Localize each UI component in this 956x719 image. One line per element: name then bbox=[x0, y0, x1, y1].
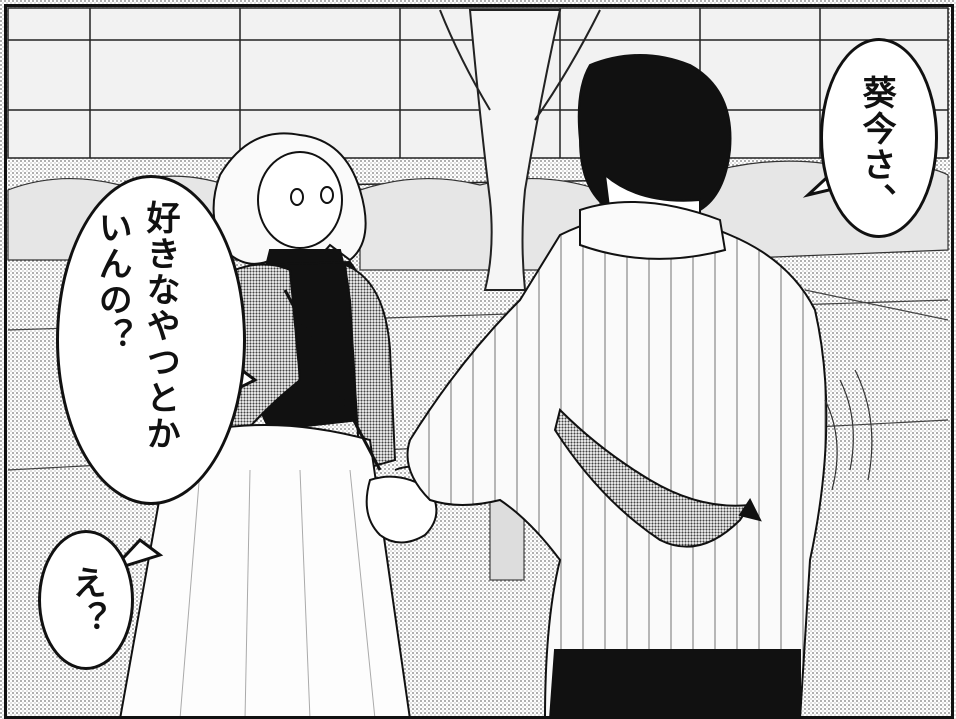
speech-bubble-bottom-left bbox=[38, 530, 134, 670]
bubble-text-bottom-left: え？ bbox=[66, 565, 107, 637]
bubble-text-top-right: 葵今さ、 bbox=[856, 75, 897, 219]
motion-lines bbox=[824, 369, 873, 491]
bag-strap bbox=[283, 289, 382, 471]
speech-bubble-top-right bbox=[820, 38, 938, 238]
girl-figure bbox=[118, 132, 412, 719]
boy-hair bbox=[577, 54, 732, 211]
bubble-text-left-line2: いんの？ bbox=[92, 210, 133, 354]
bubble-text-left-line1: 好きなやつとか bbox=[140, 200, 181, 452]
speech-bubble-left bbox=[56, 175, 246, 505]
boy-figure bbox=[406, 54, 828, 719]
tree bbox=[439, 9, 601, 291]
boy-pants bbox=[548, 649, 801, 719]
